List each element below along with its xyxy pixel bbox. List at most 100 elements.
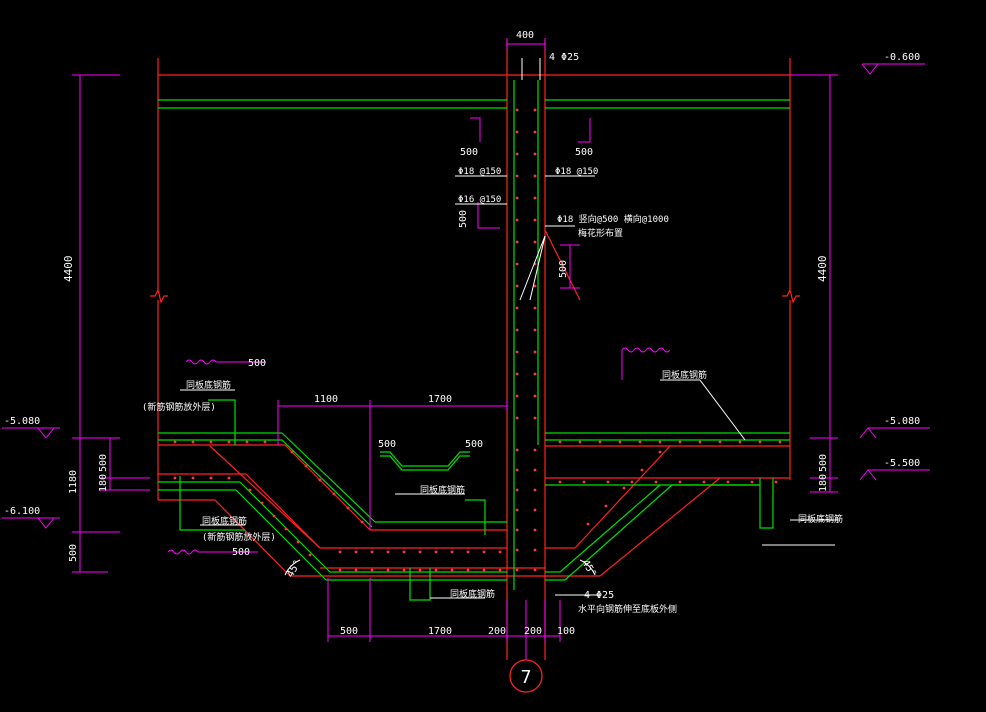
rebar-dot — [173, 440, 177, 444]
dim-pit-500-left: 500 — [248, 358, 266, 369]
rebar-dot — [606, 480, 610, 484]
rebar-dot — [618, 440, 622, 444]
dim-bottom-500: 500 — [340, 626, 358, 637]
leader-lines — [180, 58, 840, 599]
rebar-dot — [533, 568, 537, 572]
rebar-dot — [515, 568, 519, 572]
rebar-dot — [450, 550, 454, 554]
note-horizontal-rebar: 水平向钢筋伸至底板外侧 — [578, 603, 677, 615]
rebar-dot — [533, 488, 537, 492]
elev-top-right: -0.600 — [884, 52, 920, 63]
dim-right-500: 500 — [818, 454, 829, 472]
rebar-dot — [533, 448, 537, 452]
elev-mid-right: -5.080 — [884, 416, 920, 427]
rebar-dot — [308, 553, 312, 557]
rebar-dot — [726, 480, 730, 484]
rebar-dot — [702, 480, 706, 484]
rebar-dot — [338, 550, 342, 554]
rebar-dot — [370, 550, 374, 554]
note-rebar-right-a: Φ18 @150 — [555, 167, 598, 177]
rebar-dot — [533, 468, 537, 472]
rebar-dot — [248, 488, 252, 492]
rebar-dot — [750, 480, 754, 484]
wall-reinforcement-lines — [158, 80, 790, 601]
dim-lap-500-b: 500 — [575, 147, 593, 158]
elevation-texts: -0.600 -5.080 -5.080 -5.500 -6.100 — [4, 52, 920, 517]
dim-left-500: 500 — [98, 454, 109, 472]
rebar-dot — [515, 196, 519, 200]
rebar-dot — [284, 527, 288, 531]
note-top-rebar: 4 Φ25 — [549, 52, 579, 63]
dim-top-1100: 1100 — [314, 394, 338, 405]
rebar-dot — [515, 284, 519, 288]
dim-column-width: 400 — [516, 30, 534, 41]
rebar-dot — [533, 328, 537, 332]
rebar-dot — [515, 240, 519, 244]
rebar-dot — [515, 372, 519, 376]
dim-left-180: 180 — [98, 474, 109, 492]
rebar-dot — [515, 394, 519, 398]
rebar-dot — [482, 550, 486, 554]
rebar-dot — [402, 568, 406, 572]
rebar-dot — [434, 568, 438, 572]
dim-right-180: 180 — [818, 474, 829, 492]
note-tie-bar: Φ18 竖向@500 横向@1000 — [557, 213, 669, 225]
rebar-dot — [533, 528, 537, 532]
rebar-dot — [558, 440, 562, 444]
rebar-dot — [332, 492, 336, 496]
dim-vertical-500: 500 — [558, 260, 569, 278]
rebar-dot — [533, 508, 537, 512]
rebar-dot — [386, 550, 390, 554]
rebar-dot — [482, 568, 486, 572]
rebar-dot — [598, 440, 602, 444]
rebar-dot — [296, 540, 300, 544]
rebar-dot — [434, 550, 438, 554]
rebar-dot — [338, 568, 342, 572]
rebar-dot — [360, 520, 364, 524]
break-marks — [150, 288, 800, 304]
rebar-dot — [582, 480, 586, 484]
note-base-rebar-right: 同板底钢筋 — [662, 369, 707, 381]
axis-label: 7 — [521, 667, 532, 688]
rebar-dot — [515, 448, 519, 452]
rebar-dot — [515, 416, 519, 420]
rebar-dot — [774, 480, 778, 484]
rebar-dot — [498, 568, 502, 572]
structure-outline — [157, 40, 791, 660]
rebar-dot — [515, 488, 519, 492]
rebar-dot — [533, 372, 537, 376]
rebar-dot — [260, 501, 264, 505]
rebar-dot — [678, 480, 682, 484]
rebar-dot — [515, 130, 519, 134]
rebar-dot — [418, 568, 422, 572]
dim-notch-500-right: 500 — [465, 439, 483, 450]
rebar-dot — [533, 152, 537, 156]
elev-mid-left: -5.080 — [4, 416, 40, 427]
rebar-dot — [227, 440, 231, 444]
dim-bottom-1700: 1700 — [428, 626, 452, 637]
rebar-dot — [533, 196, 537, 200]
rebar-dot — [718, 440, 722, 444]
note-bottom-rebar: 4 Φ25 — [584, 590, 614, 601]
elev-lower-right: -5.500 — [884, 458, 920, 469]
rebar-dot — [758, 440, 762, 444]
rebar-dot — [533, 350, 537, 354]
rebar-dot — [533, 394, 537, 398]
rebar-dot — [515, 262, 519, 266]
rebar-dot — [515, 306, 519, 310]
note-base-rebar-center: 同板底钢筋 — [420, 484, 465, 496]
rebar-dot — [227, 476, 231, 480]
dim-lap-500-c: 500 — [458, 210, 469, 228]
rebar-dot — [658, 440, 662, 444]
rebar-dot — [578, 440, 582, 444]
rebar-dot — [586, 522, 590, 526]
rebar-dot — [418, 550, 422, 554]
note-base-rebar-left-note: (新筋钢筋放外层) — [142, 401, 216, 413]
rebar-dot — [638, 440, 642, 444]
note-base-rebar-left: 同板底钢筋 — [186, 379, 231, 391]
rebar-dot — [191, 440, 195, 444]
rebar-dot — [533, 548, 537, 552]
rebar-dot — [738, 440, 742, 444]
rebar-dot — [678, 440, 682, 444]
